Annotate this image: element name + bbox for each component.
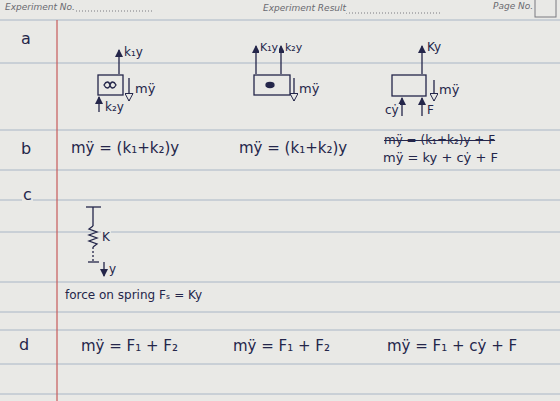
inertia-label: mÿ: [134, 82, 156, 97]
part-letter: c: [22, 186, 33, 204]
force-label: Ky: [426, 41, 442, 55]
equation: mÿ = ky + cẏ + F: [382, 151, 499, 166]
equation: mÿ = F₁ + cẏ + F: [386, 338, 518, 355]
inertia-label: mÿ: [438, 83, 460, 98]
equation: mÿ = (k₁+k₂)y: [238, 140, 348, 157]
equation: mÿ = F₁ + F₂: [232, 338, 331, 355]
struck-equation: mÿ = (k₁+k₂)y + F: [383, 134, 496, 148]
page-number-box: [535, 0, 556, 17]
force-label: k₂y: [104, 101, 125, 115]
displacement-label: y: [108, 263, 117, 277]
spring-label: K: [101, 231, 111, 245]
force-label: F: [426, 104, 435, 118]
force-label: cẏ: [384, 104, 400, 118]
header-field: Experiment No.: [4, 2, 76, 12]
part-letter: a: [20, 30, 32, 48]
inertia-label: mÿ: [298, 82, 320, 97]
header-field: Page No.: [492, 1, 534, 11]
force-label: k₁y: [123, 46, 144, 60]
header-field: Experiment Result: [262, 3, 347, 13]
force-label: K₁y: [259, 42, 279, 55]
note: force on spring Fₛ = Ky: [64, 289, 203, 303]
header-dots: [70, 11, 440, 13]
equation: mÿ = (k₁+k₂)y: [70, 140, 180, 157]
margin-line: [56, 20, 57, 401]
equation: mÿ = F₁ + F₂: [80, 338, 179, 355]
part-letter: d: [18, 336, 30, 354]
force-label: k₂y: [284, 42, 303, 55]
ruled-lines: [0, 20, 560, 394]
part-letter: b: [20, 140, 32, 158]
